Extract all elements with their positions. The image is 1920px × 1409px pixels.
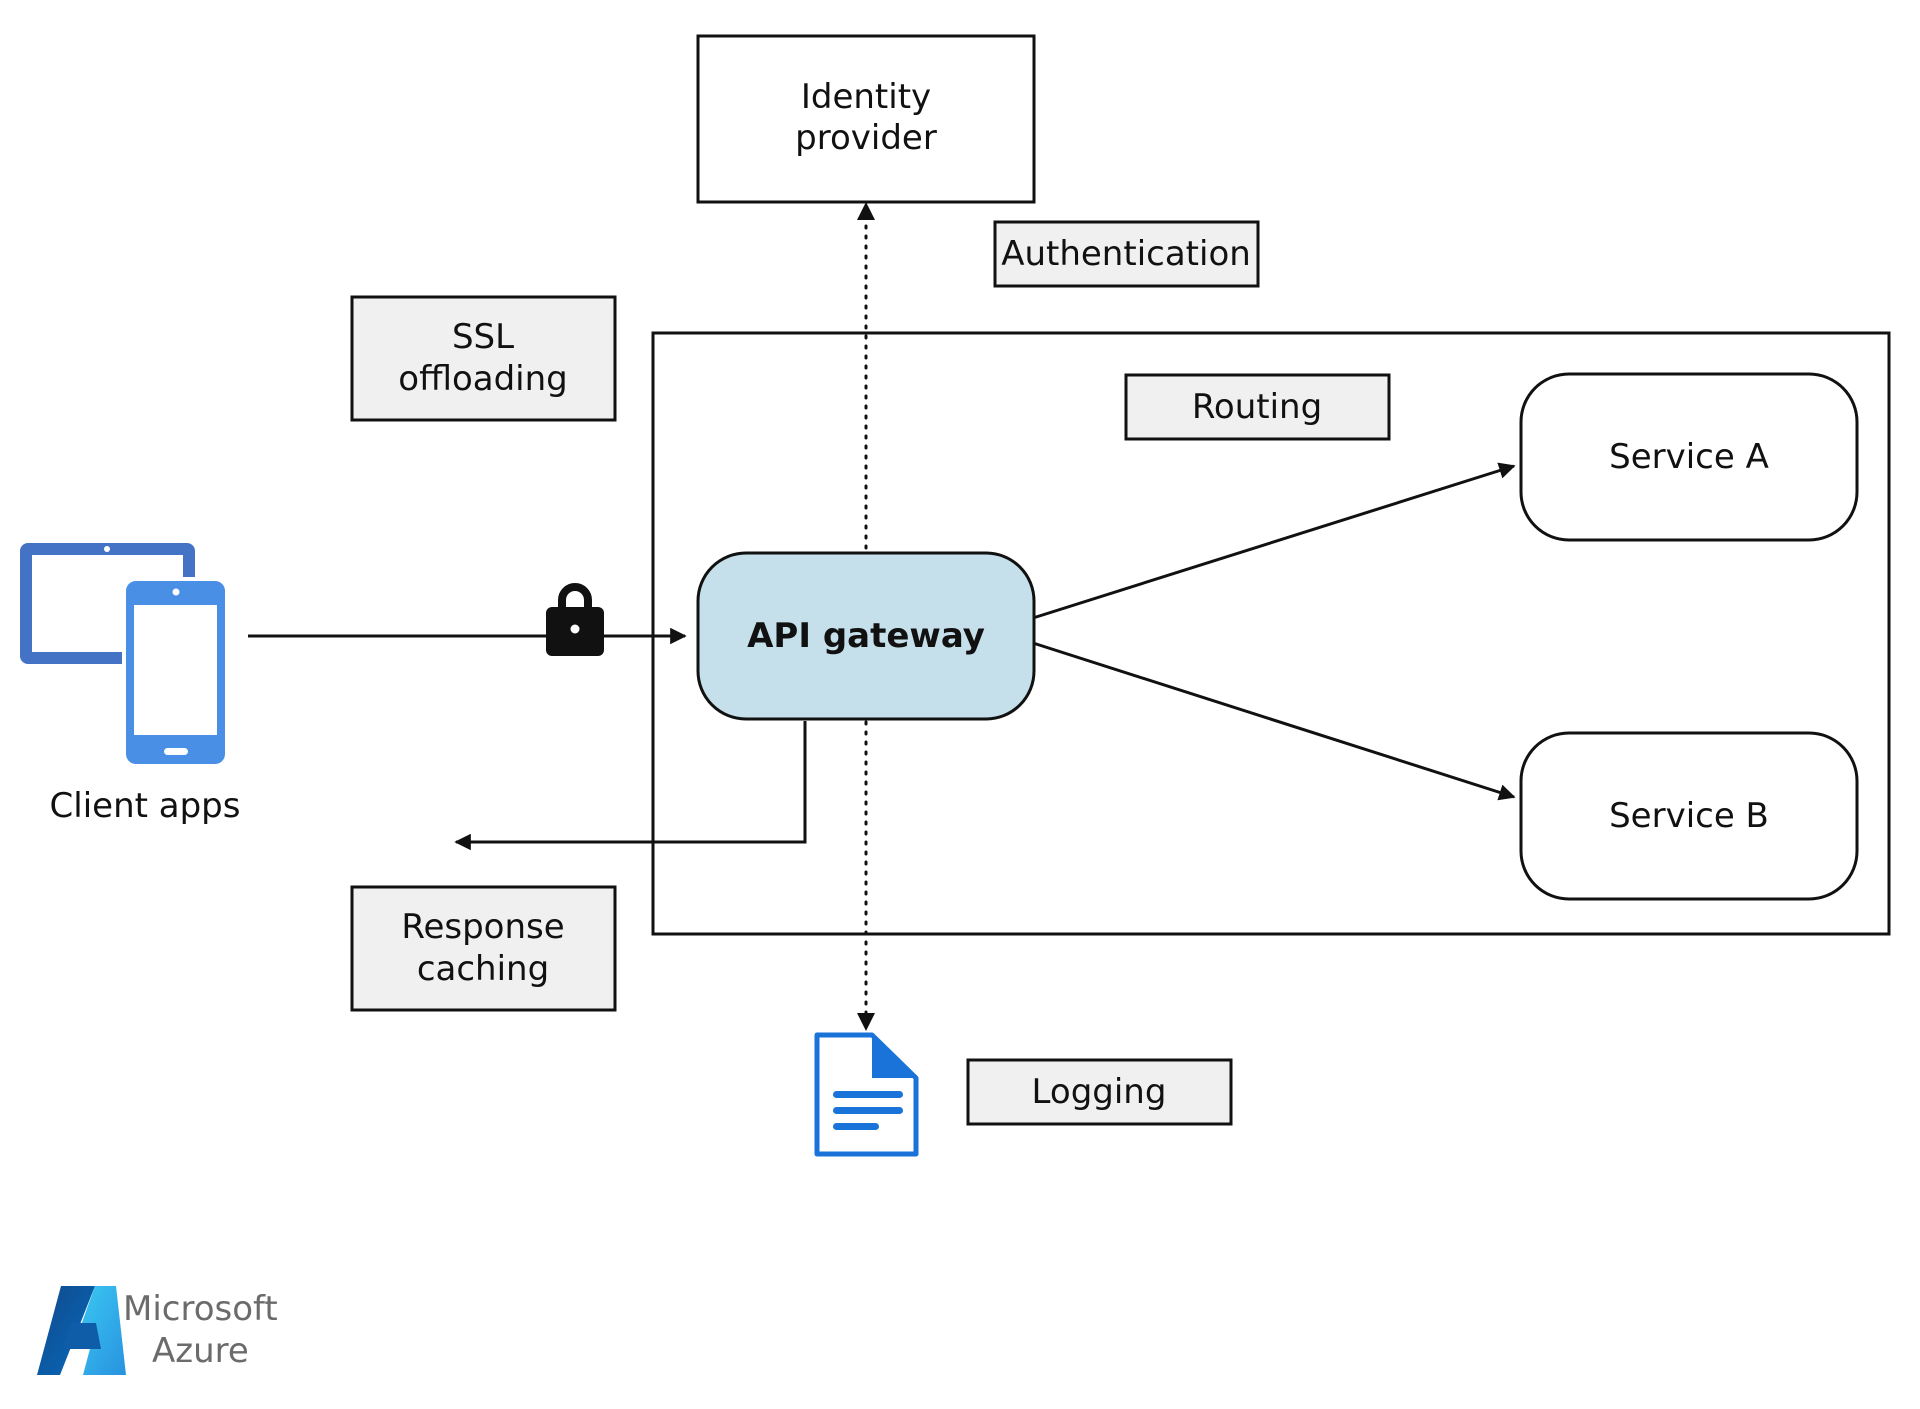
identity-provider-label: Identity [801, 77, 931, 117]
service-b-box [1519, 731, 1859, 901]
brand-name-line2: Azure [152, 1331, 249, 1371]
api-gateway-label: API gateway [747, 616, 985, 656]
service-a-label: Service A [1609, 437, 1769, 477]
service-b-label: Service B [1609, 796, 1769, 836]
ssl-offloading-box [350, 295, 617, 422]
devices-icon [20, 543, 229, 768]
route-to-service-b [1032, 641, 1516, 801]
response-connector [454, 721, 807, 851]
routing-label: Routing [1192, 387, 1322, 427]
response-caching-box [350, 885, 617, 1012]
ssl-offloading-label: SSL [452, 317, 514, 357]
azure-logo-icon [37, 1286, 126, 1375]
routing-box [1124, 373, 1391, 441]
auth-arrowhead [857, 202, 875, 220]
logging-arrowhead [857, 1013, 875, 1031]
api-gateway-box [696, 551, 1036, 721]
service-a-box [1519, 372, 1859, 542]
client-apps-label: Client apps [50, 786, 241, 826]
ssl-offloading-label-line2: offloading [398, 359, 567, 399]
authentication-box [993, 220, 1260, 288]
logging-label: Logging [1032, 1072, 1167, 1112]
gateway-boundary [651, 331, 1891, 936]
identity-provider-label-line2: provider [795, 118, 937, 158]
lock-icon [546, 583, 604, 656]
logging-box [966, 1058, 1233, 1126]
response-caching-label: Response [401, 907, 564, 947]
document-icon [814, 1032, 919, 1157]
response-caching-label-line2: caching [417, 949, 549, 989]
route-to-service-a [1032, 462, 1516, 620]
authentication-label: Authentication [1001, 234, 1251, 274]
brand-name-line1: Microsoft [123, 1289, 278, 1329]
